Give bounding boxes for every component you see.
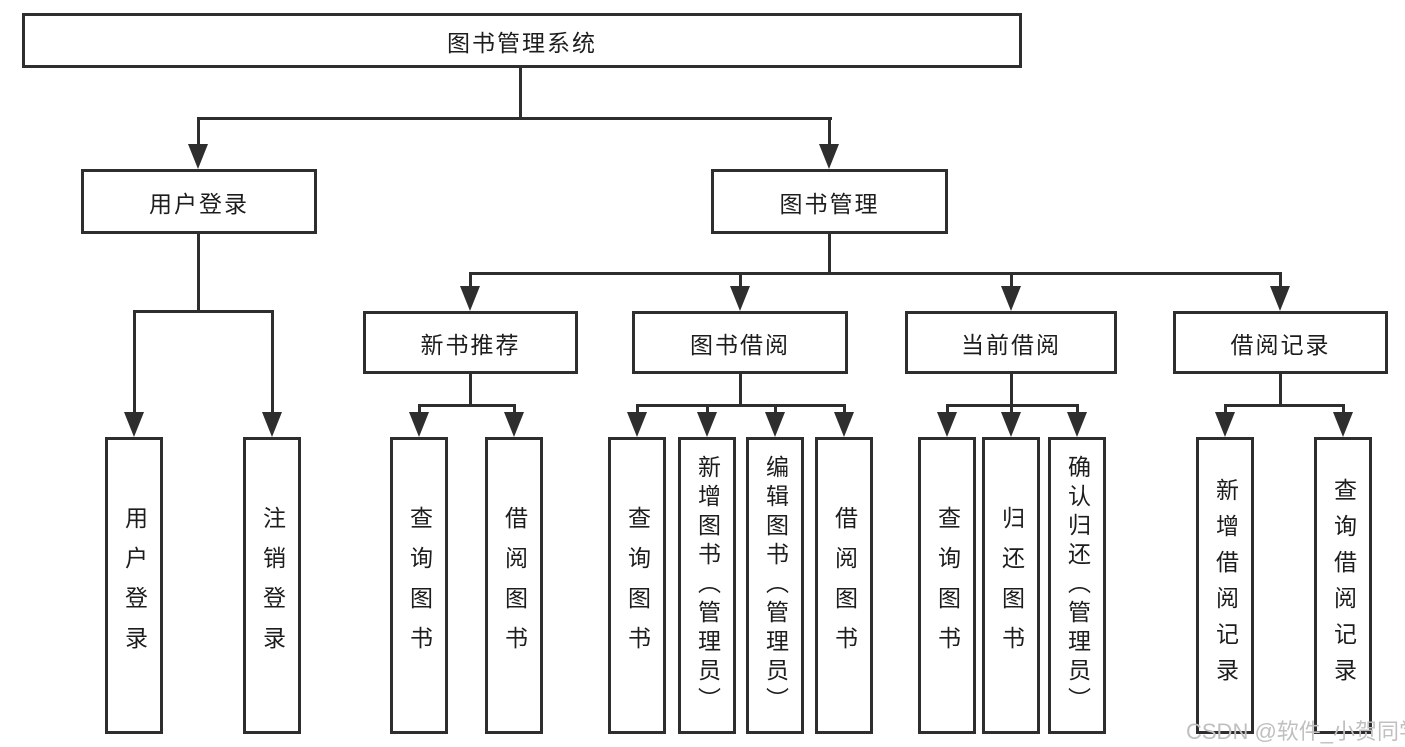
connector-line — [271, 310, 274, 415]
leaf-label: 编辑图书（管理员） — [762, 455, 789, 716]
leaf-return-book: 归还图书 — [982, 437, 1040, 734]
node-book-management: 图书管理 — [711, 169, 948, 234]
arrow-down-icon — [262, 412, 282, 437]
connector-line — [418, 404, 516, 407]
arrow-down-icon — [937, 412, 957, 437]
node-label: 图书管理 — [779, 190, 880, 217]
connector-line — [1224, 404, 1227, 416]
leaf-label: 确认归还（管理员） — [1064, 455, 1091, 716]
leaf-label: 注销登录 — [259, 505, 286, 666]
node-label: 图书管理系统 — [447, 29, 597, 56]
leaf-label: 查询图书 — [406, 505, 433, 666]
leaf-label: 用户登录 — [121, 505, 148, 666]
connector-line — [197, 234, 200, 313]
arrow-down-icon — [409, 412, 429, 437]
connector-line — [1279, 374, 1282, 407]
leaf-confirm-return-admin: 确认归还（管理员） — [1048, 437, 1106, 734]
connector-line — [946, 404, 949, 416]
leaf-label: 新增借阅记录 — [1212, 477, 1239, 694]
connector-line — [1342, 404, 1345, 416]
node-label: 当前借阅 — [961, 331, 1061, 358]
node-label: 图书借阅 — [690, 331, 790, 358]
connector-line — [828, 117, 831, 147]
connector-line — [636, 404, 846, 407]
node-borrow-record: 借阅记录 — [1173, 311, 1388, 374]
connector-line — [1076, 404, 1079, 416]
arrow-down-icon — [504, 412, 524, 437]
arrow-down-icon — [460, 286, 480, 311]
connector-line — [636, 404, 639, 416]
connector-line — [1279, 272, 1282, 290]
connector-line — [1010, 404, 1013, 416]
connector-line — [739, 374, 742, 407]
node-current-borrow: 当前借阅 — [905, 311, 1117, 374]
arrow-down-icon — [1270, 286, 1290, 311]
arrow-down-icon — [1333, 412, 1353, 437]
arrow-down-icon — [697, 412, 717, 437]
arrow-down-icon — [124, 412, 144, 437]
arrow-down-icon — [765, 412, 785, 437]
leaf-query-book: 查询图书 — [918, 437, 976, 734]
connector-line — [133, 310, 274, 313]
leaf-label: 新增图书（管理员） — [694, 455, 721, 716]
node-book-borrow: 图书借阅 — [632, 311, 848, 374]
leaf-query-book: 查询图书 — [390, 437, 448, 734]
connector-line — [197, 117, 832, 120]
node-root: 图书管理系统 — [22, 13, 1022, 68]
connector-line — [519, 68, 522, 120]
leaf-edit-book-admin: 编辑图书（管理员） — [746, 437, 804, 734]
leaf-label: 查询图书 — [624, 505, 651, 666]
node-label: 新书推荐 — [420, 331, 521, 358]
connector-line — [469, 272, 1282, 275]
leaf-query-book: 查询图书 — [608, 437, 666, 734]
connector-line — [843, 404, 846, 416]
connector-line — [1224, 404, 1345, 407]
node-label: 借阅记录 — [1230, 331, 1331, 358]
watermark: CSDN @软件_小贺同学 — [1186, 719, 1405, 744]
leaf-add-borrow-record: 新增借阅记录 — [1196, 437, 1254, 734]
leaf-user-login: 用户登录 — [105, 437, 163, 734]
leaf-query-borrow-record: 查询借阅记录 — [1314, 437, 1372, 734]
arrow-down-icon — [627, 412, 647, 437]
connector-line — [469, 374, 472, 407]
node-user-login: 用户登录 — [81, 169, 317, 234]
leaf-borrow-book: 借阅图书 — [485, 437, 543, 734]
connector-line — [706, 404, 709, 416]
connector-line — [197, 117, 200, 147]
arrow-down-icon — [834, 412, 854, 437]
leaf-add-book-admin: 新增图书（管理员） — [678, 437, 736, 734]
leaf-label: 查询借阅记录 — [1330, 477, 1357, 694]
leaf-label: 借阅图书 — [831, 505, 858, 666]
connector-line — [828, 234, 831, 275]
leaf-borrow-book: 借阅图书 — [815, 437, 873, 734]
connector-line — [513, 404, 516, 416]
node-label: 用户登录 — [149, 190, 249, 217]
arrow-down-icon — [1215, 412, 1235, 437]
arrow-down-icon — [730, 286, 750, 311]
connector-line — [774, 404, 777, 416]
connector-line — [133, 310, 136, 415]
connector-line — [418, 404, 421, 416]
arrow-down-icon — [188, 144, 208, 169]
node-new-book-recommend: 新书推荐 — [363, 311, 578, 374]
arrow-down-icon — [819, 144, 839, 169]
connector-line — [739, 272, 742, 290]
connector-line — [1010, 272, 1013, 290]
arrow-down-icon — [1067, 412, 1087, 437]
arrow-down-icon — [1001, 412, 1021, 437]
leaf-label: 归还图书 — [998, 505, 1025, 666]
connector-line — [469, 272, 472, 290]
leaf-label: 借阅图书 — [501, 505, 528, 666]
arrow-down-icon — [1001, 286, 1021, 311]
leaf-logout: 注销登录 — [243, 437, 301, 734]
connector-line — [1010, 374, 1013, 407]
leaf-label: 查询图书 — [934, 505, 961, 666]
